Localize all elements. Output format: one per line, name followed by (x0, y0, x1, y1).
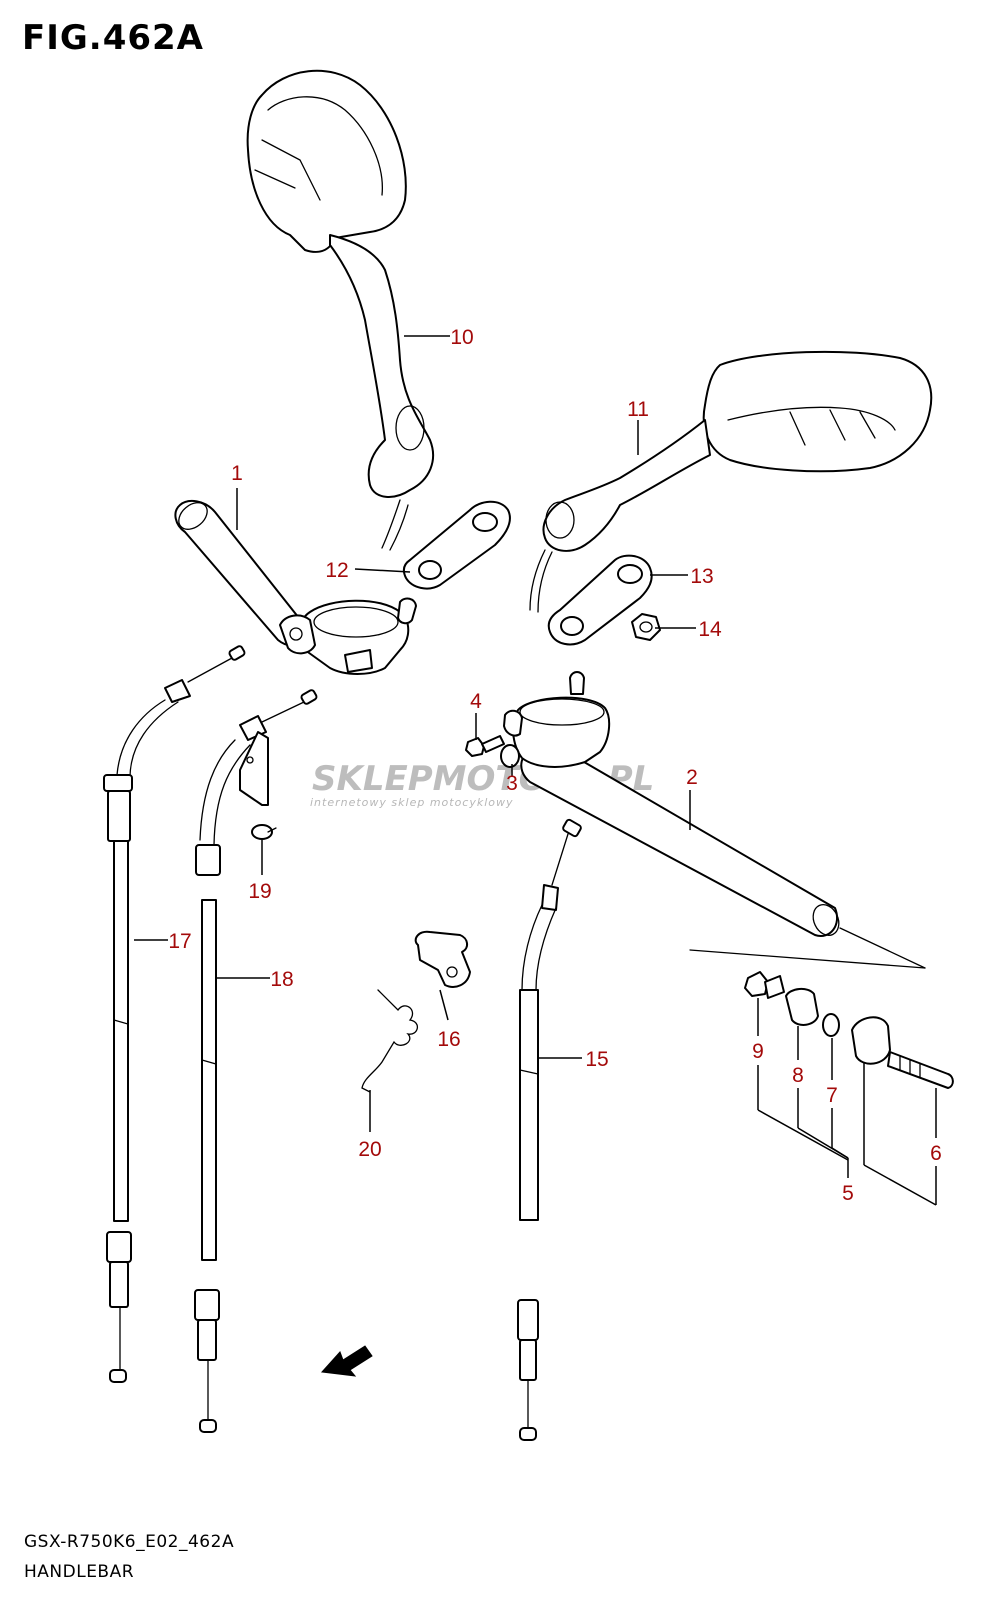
bolt-4 (465, 735, 505, 757)
callout-7: 7 (826, 1084, 838, 1107)
footer-model-code: GSX-R750K6_E02_462A (24, 1532, 235, 1552)
mirror-bracket-left (402, 500, 511, 590)
clip-16 (414, 930, 471, 988)
callout-8: 8 (792, 1064, 804, 1087)
throttle-cable-17 (103, 645, 246, 1383)
direction-arrow-icon (320, 1345, 373, 1377)
watermark-tagline: internetowy sklep motocyklowy (310, 796, 514, 809)
callout-15: 15 (585, 1048, 608, 1071)
callout-6: 6 (930, 1142, 942, 1165)
left-handlebar (174, 499, 417, 675)
callout-5: 5 (842, 1182, 854, 1205)
callout-4: 4 (470, 690, 482, 713)
figure-title: FIG.462A (22, 18, 204, 58)
bar-end-parts (744, 971, 954, 1089)
mirror-bracket-right (547, 554, 653, 646)
callout-18: 18 (270, 968, 293, 991)
callout-10: 10 (450, 326, 473, 349)
right-handlebar (503, 671, 926, 969)
callout-labels: 1 2 3 4 5 6 7 8 9 10 11 12 13 14 15 16 1… (168, 326, 942, 1205)
screw-19 (251, 824, 277, 840)
left-mirror (246, 69, 435, 551)
spring-20 (361, 989, 418, 1093)
callout-13: 13 (690, 565, 713, 588)
right-mirror (529, 350, 933, 613)
collar-3 (500, 744, 520, 768)
leader-lines (134, 335, 937, 1206)
callout-17: 17 (168, 930, 191, 953)
callout-16: 16 (437, 1028, 460, 1051)
callout-1: 1 (231, 462, 243, 485)
callout-11: 11 (627, 398, 649, 421)
callout-14: 14 (698, 618, 722, 641)
nut (631, 613, 661, 641)
callout-3: 3 (506, 772, 518, 795)
throttle-cable-18 (194, 689, 318, 1433)
clutch-cable-15 (517, 818, 582, 1441)
callout-19: 19 (248, 880, 271, 903)
callout-12: 12 (325, 559, 348, 582)
footer-section-name: HANDLEBAR (24, 1562, 135, 1582)
callout-2: 2 (686, 766, 698, 789)
callout-9: 9 (752, 1040, 764, 1063)
callout-20: 20 (358, 1138, 381, 1161)
